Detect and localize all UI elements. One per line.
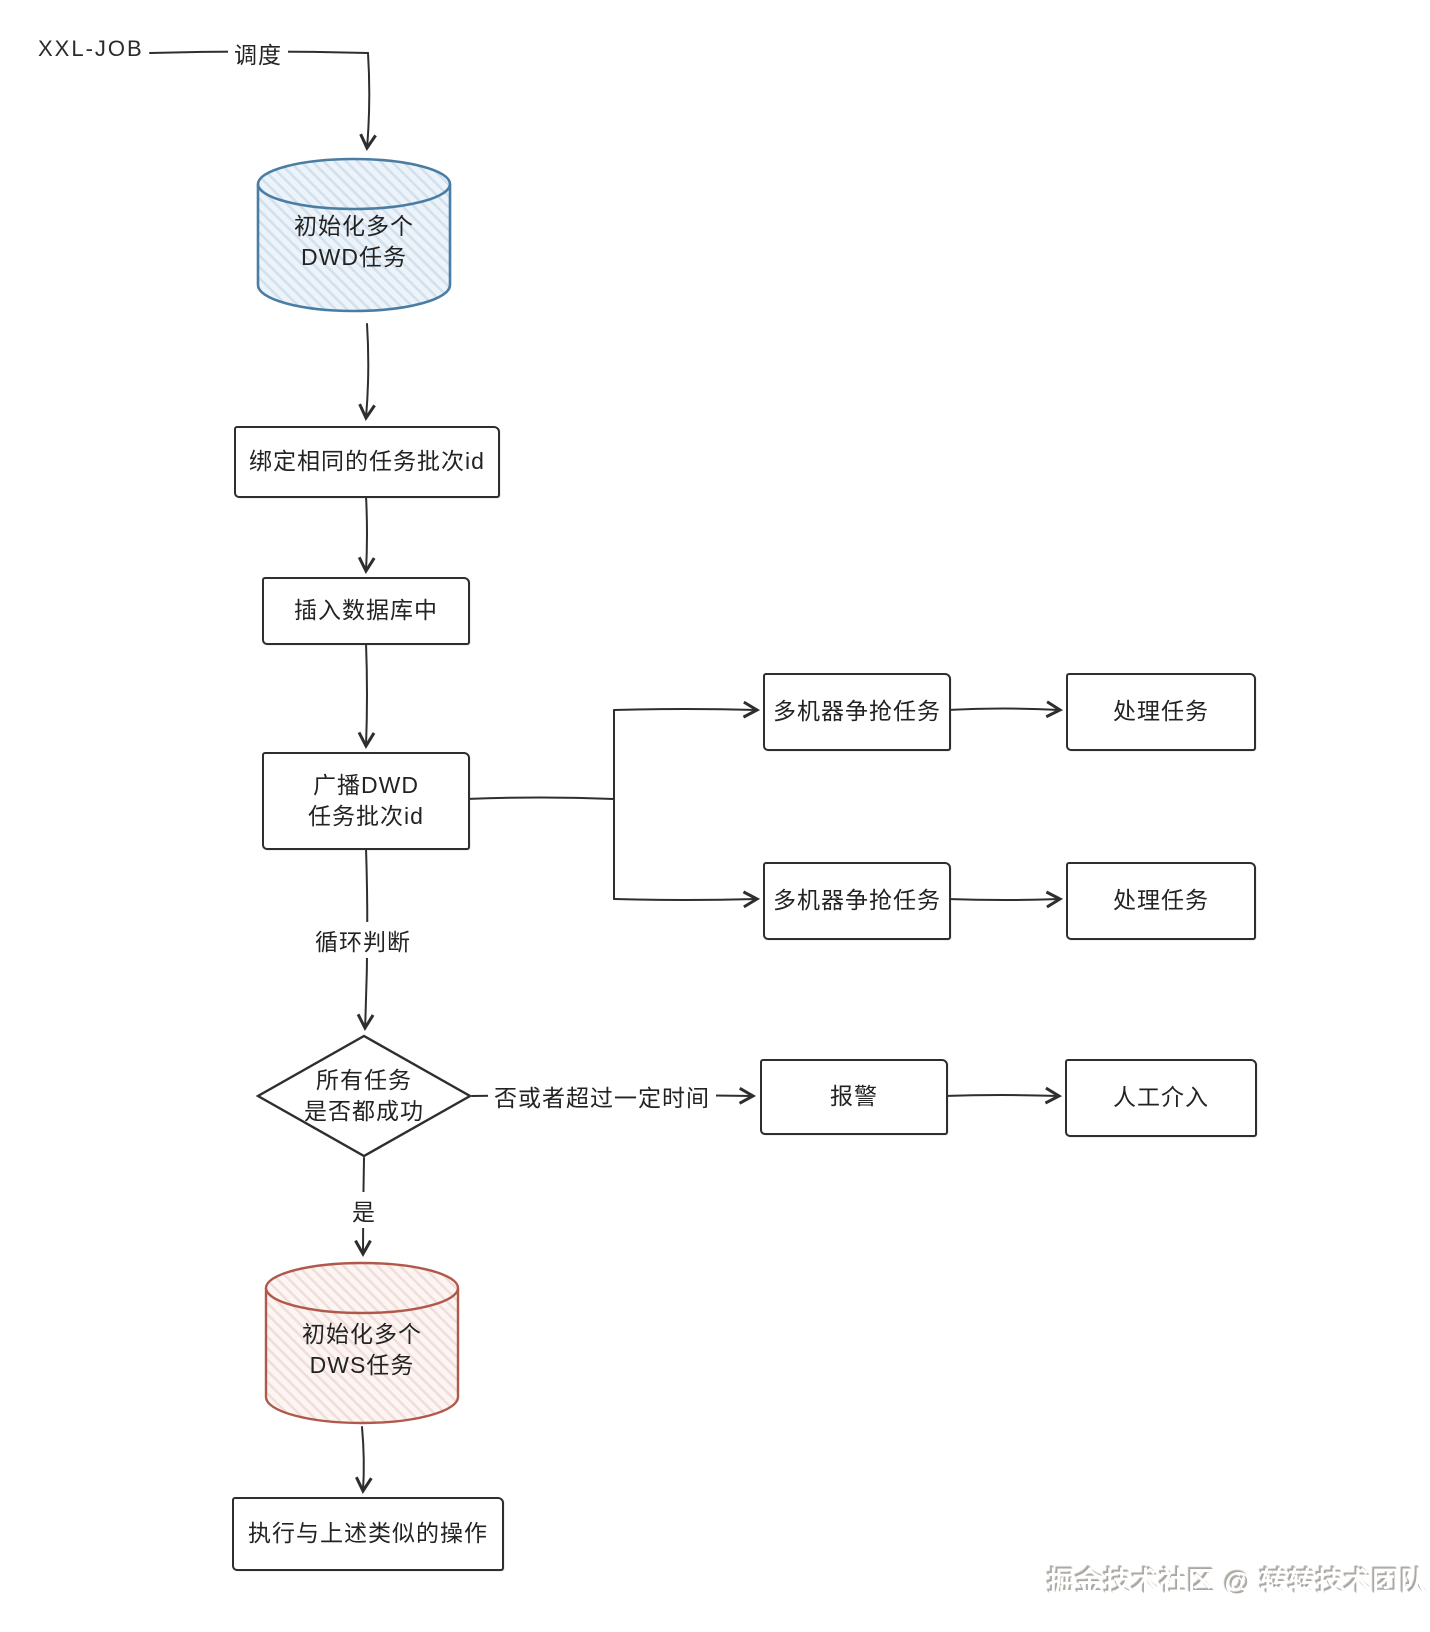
edge-label-dispatch: 调度 (228, 35, 288, 71)
node-manual-intervention-label: 人工介入 (1113, 1084, 1209, 1111)
node-similar-operations-label: 执行与上述类似的操作 (248, 1520, 488, 1547)
node-bind-batch-id-label: 绑定相同的任务批次id (249, 448, 485, 475)
node-grab-task-1-label: 多机器争抢任务 (773, 698, 941, 725)
watermark: 掘金技术社区 @ 转转技术团队 (1048, 1567, 1429, 1597)
node-process-task-1-label: 处理任务 (1113, 698, 1209, 725)
edge-label-yes: 是 (346, 1192, 382, 1228)
node-process-task-2-label: 处理任务 (1113, 887, 1209, 914)
scheduler-label: XXL-JOB (38, 36, 144, 61)
database-cylinder-icon (256, 157, 452, 313)
decision-line2: 是否都成功 (304, 1098, 424, 1124)
node-grab-task-2-label: 多机器争抢任务 (773, 887, 941, 914)
db-init-dws-line2: DWS任务 (309, 1352, 415, 1378)
database-cylinder-icon (264, 1261, 460, 1425)
node-process-task-2: 处理任务 (1066, 862, 1256, 940)
node-insert-db: 插入数据库中 (262, 577, 470, 645)
node-manual-intervention: 人工介入 (1065, 1059, 1257, 1137)
node-similar-operations: 执行与上述类似的操作 (232, 1497, 504, 1571)
node-insert-db-label: 插入数据库中 (294, 597, 438, 624)
edge-label-loop-check: 循环判断 (309, 922, 417, 958)
db-init-dwd-line1: 初始化多个 (294, 212, 414, 239)
decision-line1: 所有任务 (316, 1066, 412, 1093)
diamond-shape-icon (256, 1034, 472, 1158)
edge-label-no-or-timeout: 否或者超过一定时间 (488, 1078, 716, 1114)
node-process-task-1: 处理任务 (1066, 673, 1256, 751)
node-alarm-label: 报警 (830, 1083, 878, 1110)
node-broadcast-dwd-line1: 广播DWD (313, 771, 419, 798)
node-bind-batch-id: 绑定相同的任务批次id (234, 426, 500, 498)
decision-all-tasks-success: 所有任务 是否都成功 (256, 1034, 472, 1158)
node-broadcast-dwd: 广播DWD 任务批次id (262, 752, 470, 850)
node-grab-task-1: 多机器争抢任务 (763, 673, 951, 751)
db-init-dwd-line2: DWD任务 (301, 244, 407, 270)
db-init-dwd-tasks: 初始化多个 DWD任务 (256, 156, 452, 314)
node-alarm: 报警 (760, 1059, 948, 1135)
db-init-dws-tasks: 初始化多个 DWS任务 (264, 1260, 460, 1426)
db-init-dws-line1: 初始化多个 (302, 1320, 422, 1347)
node-grab-task-2: 多机器争抢任务 (763, 862, 951, 940)
node-broadcast-dwd-line2: 任务批次id (308, 803, 424, 829)
